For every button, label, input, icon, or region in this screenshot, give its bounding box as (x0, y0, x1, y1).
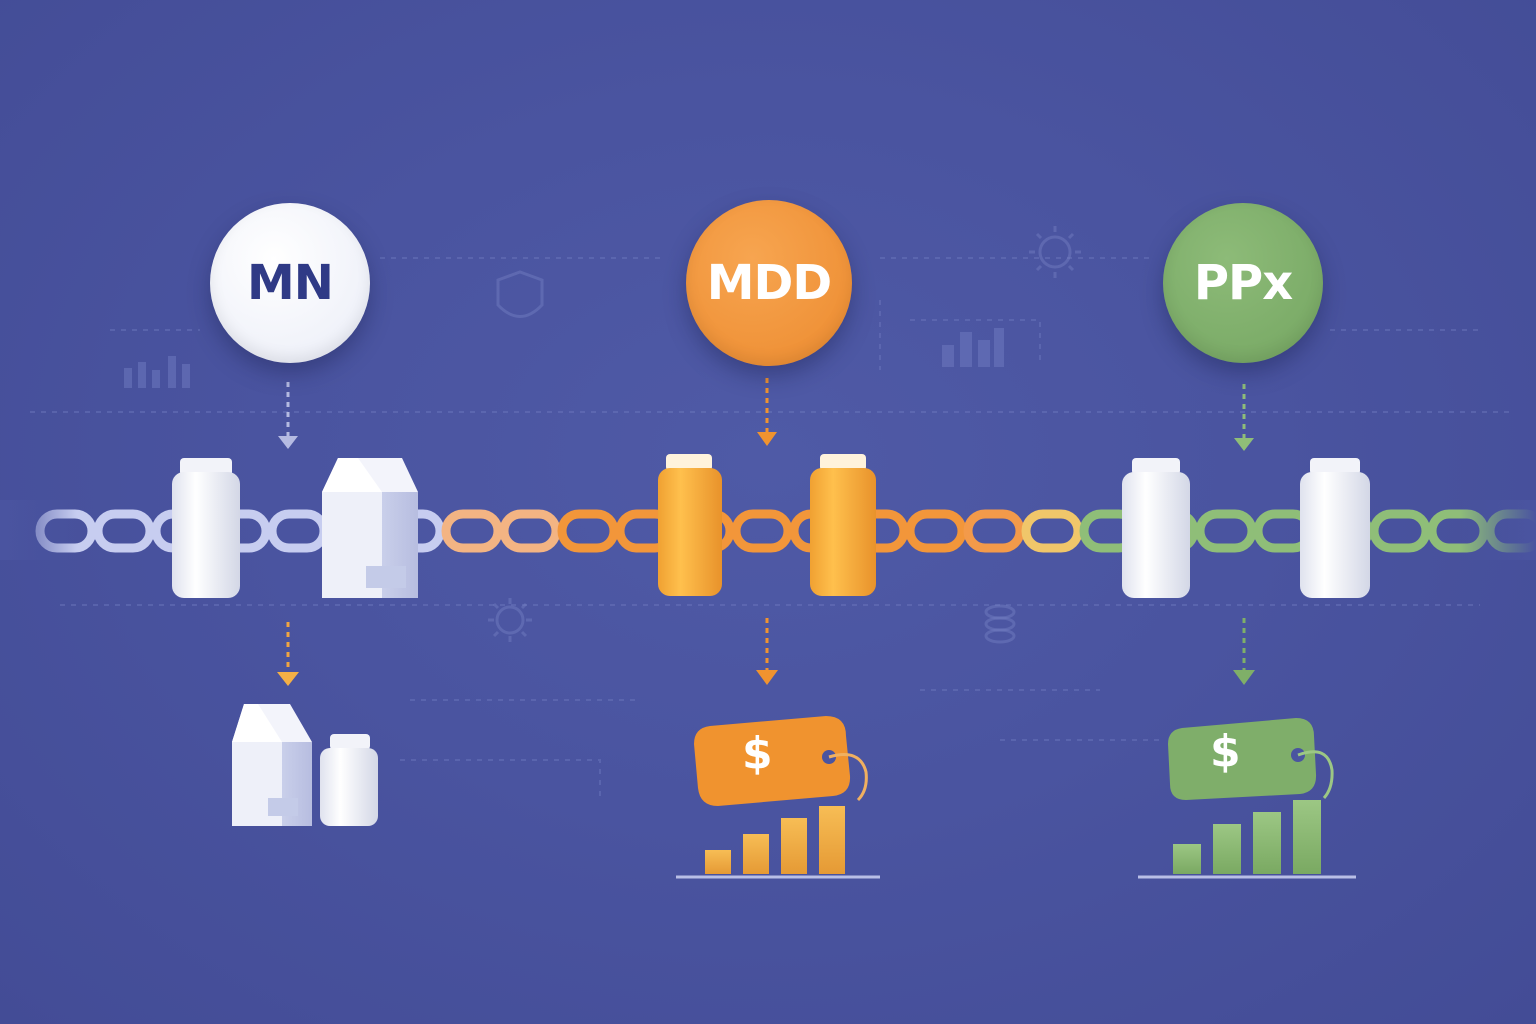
growth-bar (1213, 824, 1241, 874)
growth-bar (1253, 812, 1281, 874)
ppx-price-tag (1168, 718, 1334, 800)
background-icons (488, 226, 1081, 644)
white-bottle-small (320, 734, 378, 826)
chain-edge-fade (0, 500, 1536, 560)
sun-icon (1029, 226, 1081, 278)
growth-bar (1293, 800, 1321, 874)
milk-carton-2 (232, 704, 312, 826)
growth-bar (1173, 844, 1201, 874)
arrow-heads (277, 432, 1255, 686)
ppx-badge: PPx (1163, 203, 1323, 363)
gear-icon (488, 598, 532, 642)
ppx-badge-label: PPx (1193, 255, 1293, 311)
mdd-growth-bars (705, 806, 845, 874)
mdd-price-tag (694, 716, 868, 806)
background-circuit-lines (30, 257, 1510, 800)
coins-icon (984, 604, 1016, 644)
mdd-dollar-symbol: $ (742, 728, 773, 779)
growth-bar (819, 806, 845, 874)
mdd-badge-label: MDD (706, 255, 832, 311)
growth-bar (705, 850, 731, 874)
mn-badge-label: MN (247, 255, 334, 311)
bar-chart-icon (124, 328, 1004, 388)
mn-outcome-products (232, 704, 378, 826)
growth-bar (743, 834, 769, 874)
ppx-growth-bars (1173, 800, 1321, 874)
shield-icon (496, 270, 544, 318)
arrows (286, 378, 1246, 674)
mn-badge: MN (210, 203, 370, 363)
ppx-dollar-symbol: $ (1210, 726, 1241, 777)
mdd-badge: MDD (686, 200, 852, 366)
growth-bar (781, 818, 807, 874)
